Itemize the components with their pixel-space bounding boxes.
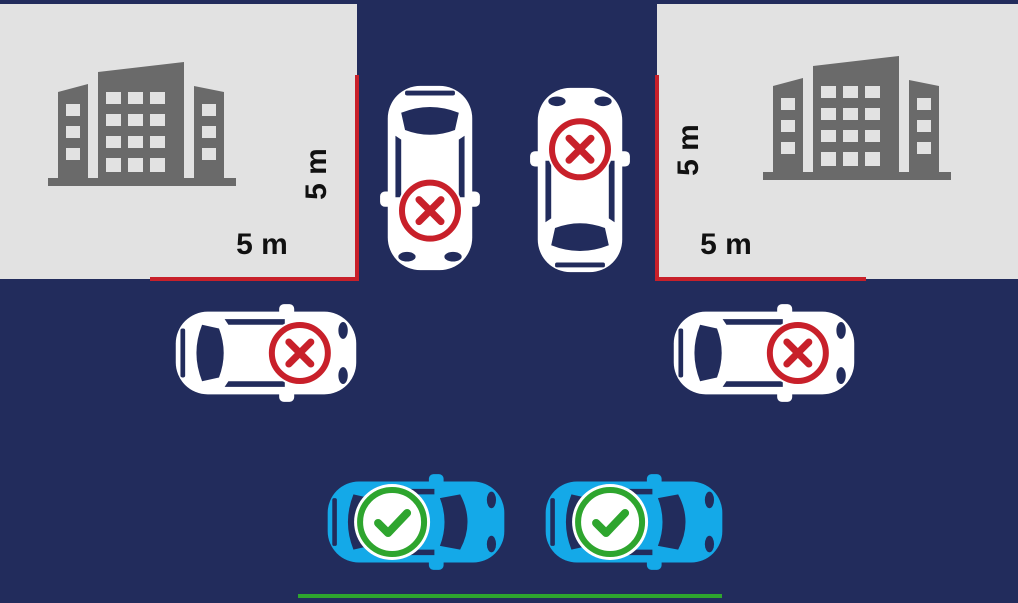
check-circle-icon xyxy=(572,484,648,560)
check-circle-icon xyxy=(354,484,430,560)
no-parking-line-right xyxy=(655,75,866,281)
right-horizontal-distance-label: 5 m xyxy=(700,228,752,261)
right-vertical-distance-label: 5 m xyxy=(672,124,705,176)
left-horizontal-distance-label: 5 m xyxy=(236,228,288,261)
x-circle-icon xyxy=(765,320,831,386)
left-vertical-distance-label: 5 m xyxy=(300,148,333,200)
x-circle-icon xyxy=(547,116,613,182)
no-parking-line-left xyxy=(150,75,359,281)
x-circle-icon xyxy=(397,178,463,244)
x-circle-icon xyxy=(267,320,333,386)
cars-layer xyxy=(175,85,855,570)
